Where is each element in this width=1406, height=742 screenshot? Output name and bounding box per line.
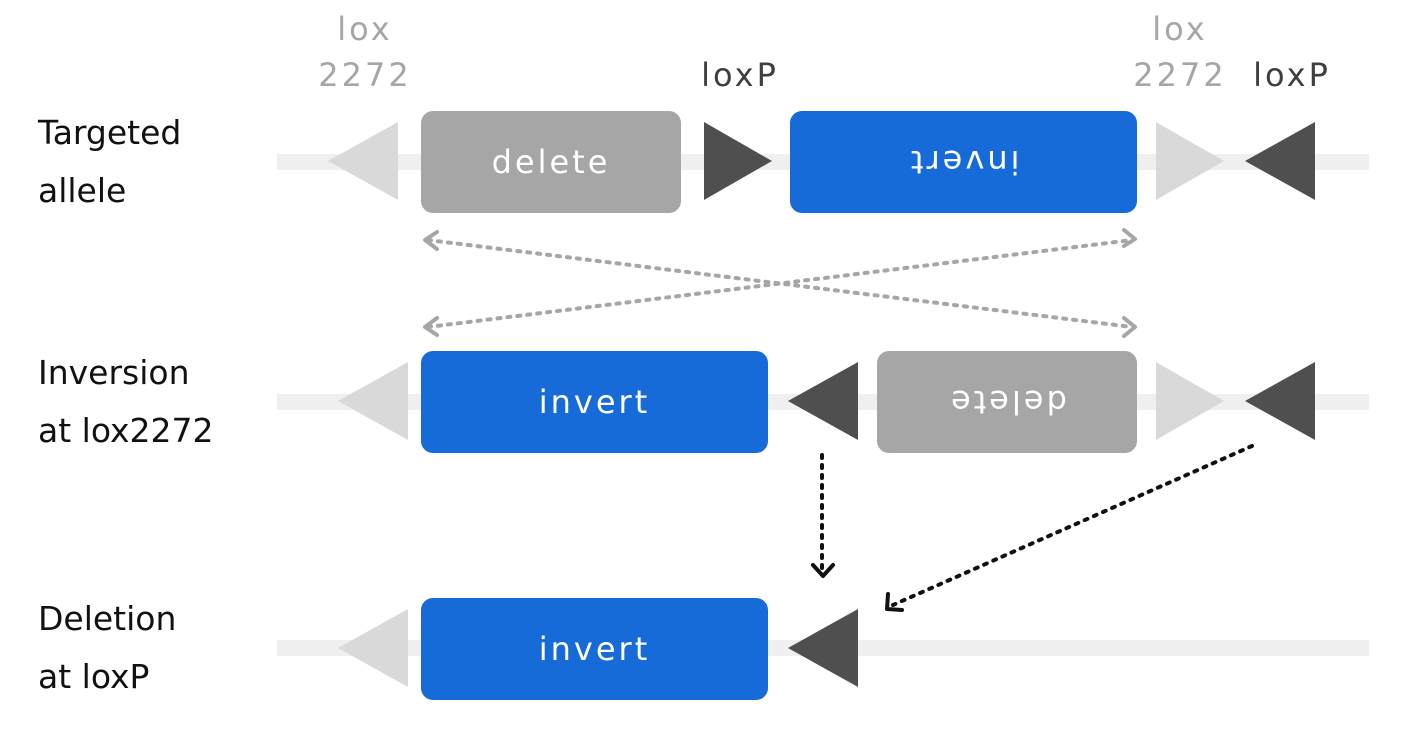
lox2272-label-line1: lox <box>1152 10 1208 48</box>
invert-segment-inverted: invert <box>790 111 1137 213</box>
loxp-site-reverse-icon <box>1245 362 1315 442</box>
loxp-site-forward-icon <box>704 122 774 202</box>
inversion-dotted-line <box>426 238 1134 329</box>
lox2272-site-forward-icon <box>1156 362 1226 442</box>
arrowhead-icon <box>885 592 904 612</box>
row-label-line1: Deletion <box>38 599 177 638</box>
row-label-line1: Targeted <box>38 113 182 152</box>
lox2272-site-reverse-icon <box>328 122 398 202</box>
arrowhead-icon <box>423 316 439 337</box>
row-label-deletion: Deletion at loxP <box>38 590 176 706</box>
arrowhead-icon <box>1122 228 1137 248</box>
row-label-line2: allele <box>38 171 127 210</box>
invert-segment: invert <box>421 598 768 700</box>
loxp-site-reverse-icon <box>788 362 858 442</box>
loxp-label-text: loxP <box>701 56 779 94</box>
lox2272-label-line1: lox <box>337 10 393 48</box>
loxp-label-right: loxP <box>1232 52 1352 98</box>
lox2272-label-right: lox 2272 <box>1120 6 1240 98</box>
row-label-inversion: Inversion at lox2272 <box>38 344 214 460</box>
lox2272-label-line2: 2272 <box>318 56 412 94</box>
invert-segment: invert <box>421 351 768 453</box>
loxp-site-reverse-icon <box>1245 122 1315 202</box>
lox2272-label-left: lox 2272 <box>305 6 425 98</box>
loxp-label-center: loxP <box>680 52 800 98</box>
lox2272-site-reverse-icon <box>338 362 408 442</box>
deletion-dotted-line <box>891 444 1254 607</box>
arrowhead-icon <box>423 230 439 251</box>
arrowhead-icon <box>1122 316 1137 338</box>
row-label-line2: at loxP <box>38 657 150 696</box>
arrowhead-icon <box>811 563 835 578</box>
loxp-label-text: loxP <box>1253 56 1331 94</box>
row-label-line1: Inversion <box>38 353 190 392</box>
lox2272-label-line2: 2272 <box>1133 56 1227 94</box>
invert-segment-label: invert <box>538 630 651 668</box>
invert-segment-label: invert <box>538 383 651 421</box>
lox2272-site-reverse-icon <box>338 609 408 689</box>
delete-segment-label: delete <box>491 143 611 181</box>
delete-segment-inverted: delete <box>877 351 1137 453</box>
lox2272-site-forward-icon <box>1156 122 1226 202</box>
loxp-site-reverse-icon <box>788 609 858 689</box>
delete-segment: delete <box>421 111 681 213</box>
row-label-line2: at lox2272 <box>38 411 214 450</box>
row-label-targeted-allele: Targeted allele <box>38 104 181 220</box>
